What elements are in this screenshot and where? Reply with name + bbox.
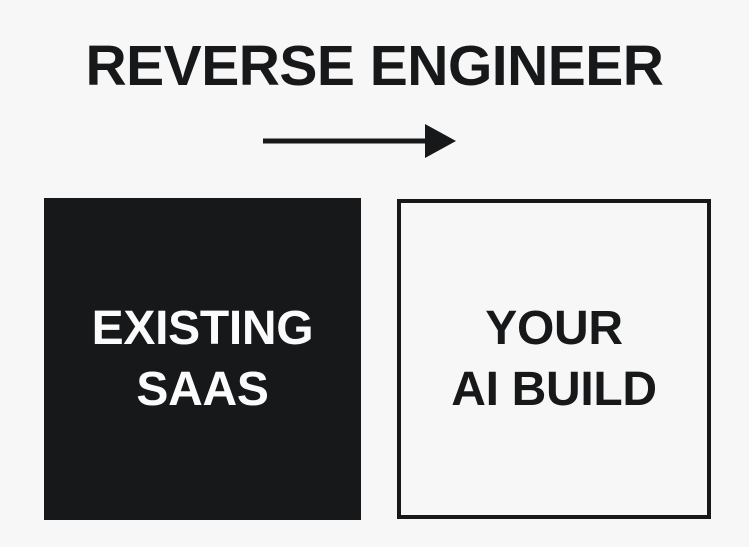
arrow-right-glyph [263,124,456,158]
panel-existing-saas[interactable]: EXISTING SAAS [44,198,361,520]
panel-your-ai-build[interactable]: YOUR AI BUILD [397,199,711,519]
arrow-right-icon [260,120,460,162]
panel-existing-saas-line-2: SAAS [136,363,269,416]
panel-your-ai-build-line-1: YOUR [485,302,623,355]
panel-existing-saas-line-1: EXISTING [91,302,314,355]
panel-your-ai-build-line-2: AI BUILD [451,363,657,416]
page-title: REVERSE ENGINEER [85,34,664,98]
